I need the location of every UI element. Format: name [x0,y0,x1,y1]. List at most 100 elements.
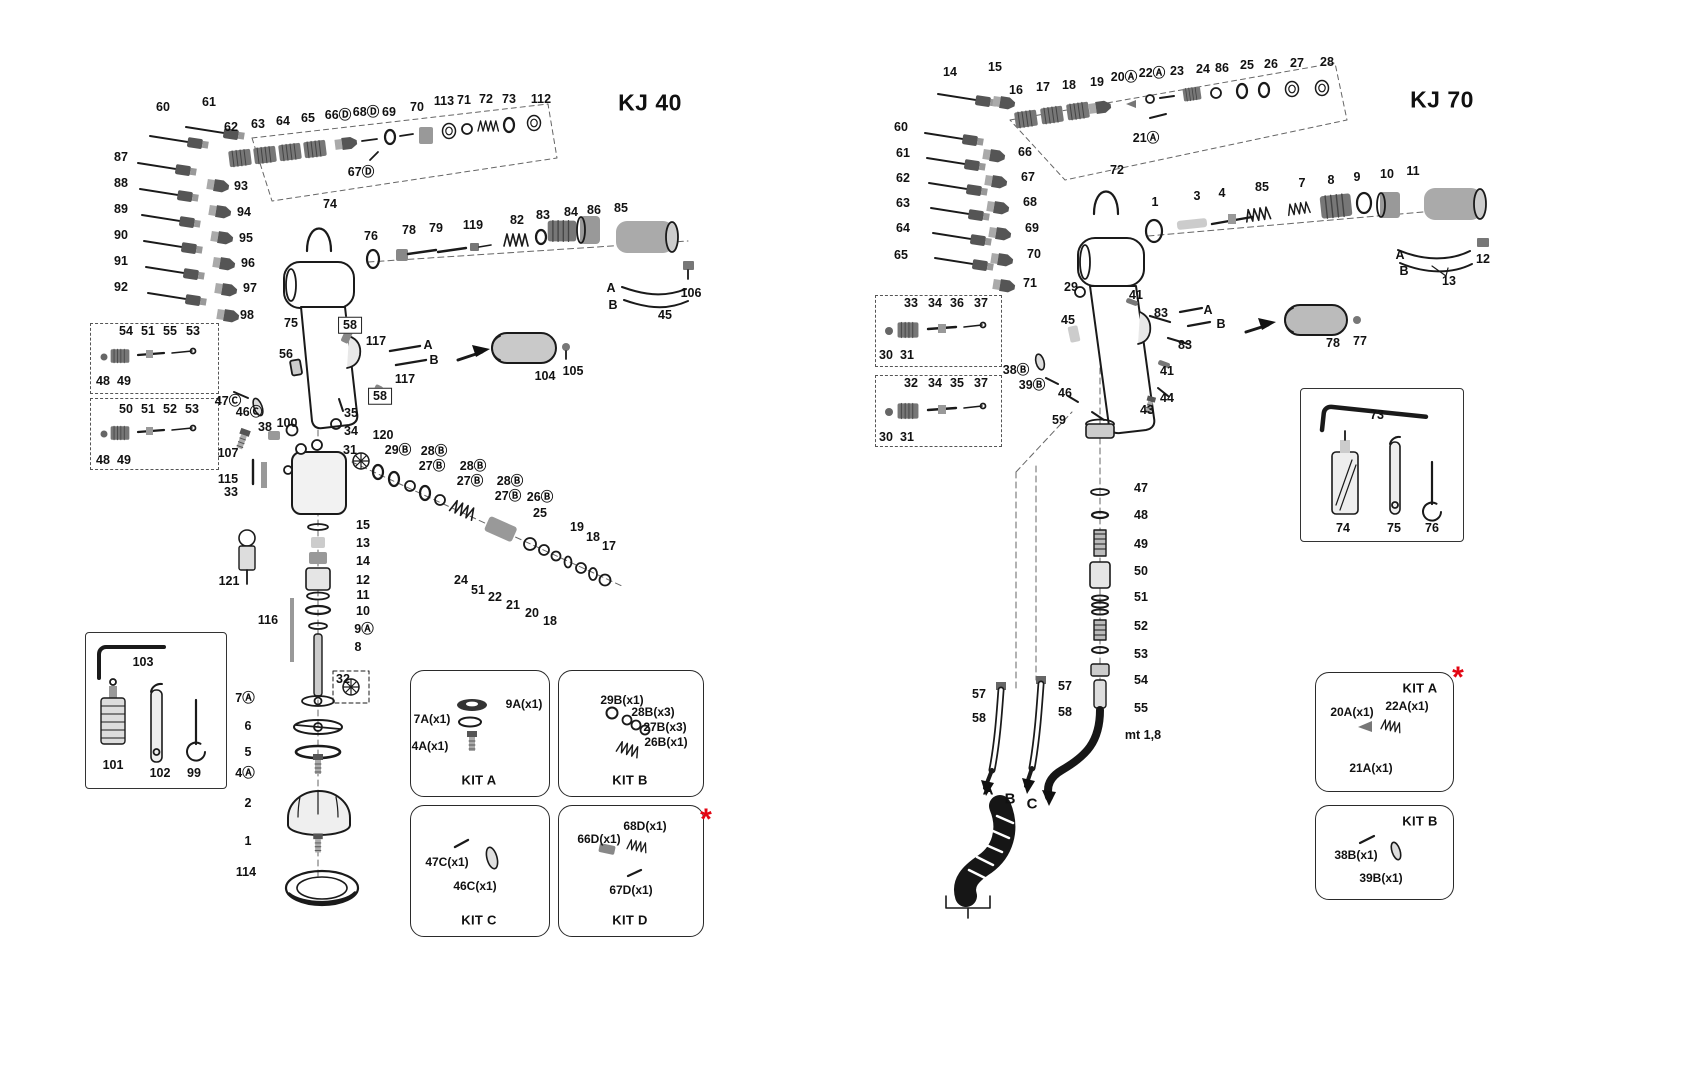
part-label: 29 [1064,279,1078,294]
part-label: 22Ⓐ [1138,65,1166,80]
part-label: 69 [382,104,396,119]
part-label: 22 [488,589,502,604]
kit-name: KIT C [461,912,497,928]
part-label: 1 [244,833,252,848]
part-label: 78 [1326,335,1340,350]
part-label: 53 [1134,646,1148,661]
part-label: 4Ⓐ [235,765,255,780]
part-label: C [1026,795,1038,813]
part-label: 48 [1134,507,1148,522]
part-label: 121 [218,573,240,588]
kit-item-label: 66D(x1) [577,832,621,846]
kit-box-left-kit-b [558,670,704,797]
part-label: 59 [1052,412,1066,427]
part-label: 38 [258,419,272,434]
part-label: 36 [950,295,964,310]
part-label: 15 [356,517,370,532]
kit-item-label: 68D(x1) [623,819,667,833]
part-label: 30 [879,429,893,444]
part-label: A [982,781,994,799]
part-label: 37 [974,295,988,310]
part-label: 34 [344,423,358,438]
kit-item-label: 22A(x1) [1385,699,1429,713]
part-label: 53 [186,323,200,338]
part-label: 27Ⓑ [456,473,484,488]
part-label: 25 [1240,57,1254,72]
kit-item-label: 46C(x1) [453,879,497,893]
part-label: 13 [356,535,370,550]
part-label: 91 [114,253,128,268]
part-label: 20Ⓐ [1110,69,1138,84]
part-label: 60 [156,99,170,114]
part-label: 56 [279,346,293,361]
part-label: 71 [1023,275,1037,290]
part-label: 106 [680,285,702,300]
part-label: 21 [506,597,520,612]
kit-item-label: 7A(x1) [413,712,451,726]
part-label: 117 [394,371,416,386]
part-label: 73 [502,91,516,106]
kit-item-label: 28B(x3) [631,705,675,719]
left-detail-box-1 [90,323,219,394]
part-label: 51 [141,323,155,338]
part-label: 74 [323,196,337,211]
part-label: 7 [1298,175,1306,190]
kit-item-label: 4A(x1) [411,739,449,753]
part-label: 67 [1021,169,1035,184]
part-label: B [1399,263,1409,278]
part-label: 72 [479,91,493,106]
part-label: 85 [614,200,628,215]
part-label: 95 [239,230,253,245]
part-label: 67Ⓓ [347,164,375,179]
part-label: 99 [187,765,201,780]
part-label: 39Ⓑ [1018,377,1046,392]
part-label: 96 [241,255,255,270]
part-label: 94 [237,204,251,219]
part-label: 68 [1023,194,1037,209]
part-label: 31 [900,429,914,444]
part-label: 102 [149,765,171,780]
part-label: 52 [163,401,177,416]
part-label: 25 [533,505,547,520]
part-label: 83 [536,207,550,222]
part-label: 49 [117,452,131,467]
part-label: 61 [896,145,910,160]
part-label: 90 [114,227,128,242]
part-label: 114 [235,864,257,879]
part-label: 34 [928,295,942,310]
part-label: 52 [1134,618,1148,633]
part-label: 23 [1170,63,1184,78]
kit-item-label: 67D(x1) [609,883,653,897]
part-label: 78 [402,222,416,237]
part-label: 113 [433,93,455,108]
part-label: 89 [114,201,128,216]
kit-box-left-kit-a [410,670,550,797]
part-label: 116 [257,612,279,627]
part-label: 61 [202,94,216,109]
part-label: 63 [896,195,910,210]
part-label: 66 [1018,144,1032,159]
part-label: 55 [163,323,177,338]
part-label: 60 [894,119,908,134]
kit-item-label: 29B(x1) [600,693,644,707]
part-label: 70 [1027,246,1041,261]
part-label: 83 [1178,337,1192,352]
kit-box-right-kit-b [1315,805,1454,900]
part-label: 54 [119,323,133,338]
part-label: 14 [943,64,957,79]
part-label: 83 [1154,305,1168,320]
part-label: 82 [510,212,524,227]
part-label: 46Ⓒ [235,404,263,419]
kit-box-right-kit-a [1315,672,1454,792]
part-label: B [429,352,439,367]
kit-item-label: 47C(x1) [425,855,469,869]
part-label: 66Ⓓ [324,107,352,122]
part-label: 117 [365,333,387,348]
kit-item-label: 38B(x1) [1334,848,1378,862]
kit-name: KIT B [612,772,648,788]
part-label: 69 [1025,220,1039,235]
part-label: 3 [1193,188,1201,203]
part-label: 9 [1353,169,1361,184]
part-label: 16 [1009,82,1023,97]
